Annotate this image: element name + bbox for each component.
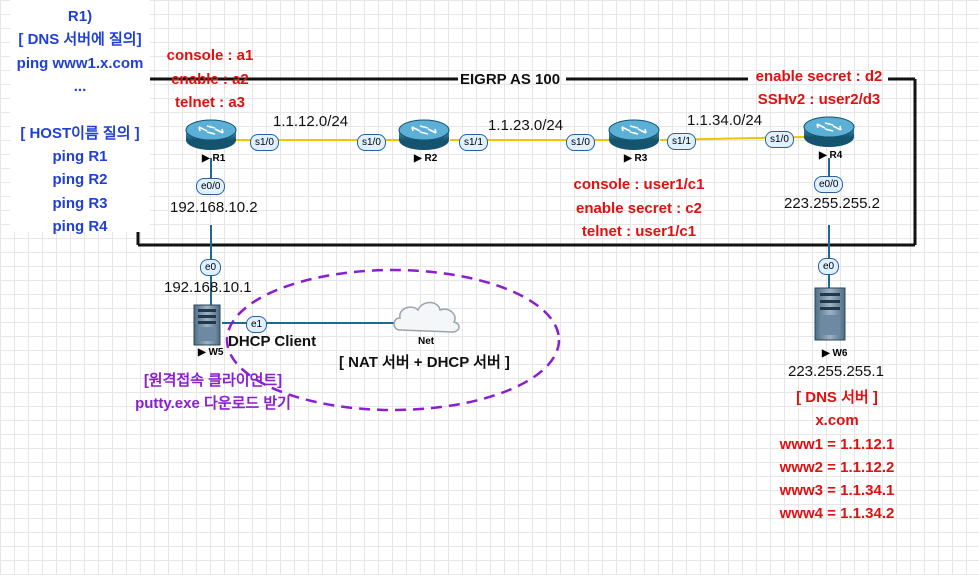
network-label-34: 1.1.34.0/24 [687, 112, 763, 129]
ethernet-links [210, 158, 830, 324]
port-r2-s10[interactable]: s1/0 [357, 134, 386, 151]
note-line: [원격접속 클라이언트] [143, 372, 283, 389]
nat-ellipse [225, 268, 561, 412]
credential-line: enable secret : d2 [755, 68, 883, 85]
panel-line: R1) [67, 8, 93, 25]
panel-line: ... [73, 78, 87, 96]
router-label-r2: ▶ R2 [414, 153, 438, 164]
dns-server-info: [ DNS 서버 ] x.com www1 = 1.1.12.1 www2 = … [762, 386, 912, 526]
credential-line: SSHv2 : user2/d3 [757, 91, 881, 108]
left-panel-background [10, 0, 150, 232]
host-label-w6: ▶ W6 [822, 348, 848, 359]
router-label-r1: ▶ R1 [202, 153, 226, 164]
credential-line: enable : a2 [171, 70, 249, 88]
panel-line: ping R2 [52, 171, 108, 189]
nat-dhcp-label: [ NAT 서버 + DHCP 서버 ] [339, 354, 510, 371]
port-r4-e00[interactable]: e0/0 [814, 176, 844, 193]
ip-r4-e00: 223.255.255.2 [784, 195, 880, 212]
panel-line: [ HOST이름 질의 ] [20, 124, 140, 142]
router-icon[interactable] [185, 119, 237, 150]
port-w6-e0[interactable]: e0 [818, 258, 840, 275]
port-r1-e00[interactable]: e0/0 [196, 178, 226, 195]
panel-line: [ DNS 서버에 질의] [18, 31, 142, 49]
panel-line: ping R1 [52, 148, 108, 166]
router-icon[interactable] [803, 116, 855, 147]
credential-line: enable secret : c2 [576, 199, 702, 217]
server-icon[interactable] [814, 287, 846, 341]
router-icon[interactable] [608, 119, 660, 150]
port-r3-s10[interactable]: s1/0 [566, 134, 595, 151]
cloud-icon[interactable] [393, 301, 460, 333]
port-r1-s10[interactable]: s1/0 [250, 134, 279, 151]
dns-line: www2 = 1.1.12.2 [779, 458, 895, 476]
dns-line: x.com [815, 412, 859, 430]
dns-line: [ DNS 서버 ] [796, 389, 878, 406]
network-label-12: 1.1.12.0/24 [273, 113, 349, 130]
port-r4-s10[interactable]: s1/0 [765, 131, 794, 148]
panel-line: ping R4 [52, 218, 108, 236]
dns-line: www3 = 1.1.34.1 [779, 482, 895, 500]
left-panel-text: R1) [ DNS 서버에 질의] ping www1.x.com ... [ … [10, 5, 150, 239]
panel-line [10, 99, 150, 122]
router-label-r4: ▶ R4 [819, 150, 843, 161]
port-r3-s11[interactable]: s1/1 [667, 133, 696, 150]
router-label-r3: ▶ R3 [624, 153, 648, 164]
r4-credentials: enable secret : d2 SSHv2 : user2/d3 [744, 65, 894, 111]
host-label-w5: ▶ W5 [198, 347, 224, 358]
network-label-23: 1.1.23.0/24 [488, 117, 564, 134]
dns-line: www1 = 1.1.12.1 [779, 435, 895, 453]
eigrp-label: EIGRP AS 100 [460, 71, 561, 88]
panel-line: ping R3 [52, 194, 108, 212]
eigrp-boundary [136, 77, 917, 247]
r3-credentials: console : user1/c1 enable secret : c2 te… [554, 173, 724, 244]
cloud-label-net: Net [418, 336, 435, 347]
serial-links [235, 136, 806, 141]
credential-line: telnet : a3 [174, 94, 246, 111]
port-w5-e1[interactable]: e1 [246, 316, 268, 333]
ip-w5-e0: 192.168.10.1 [164, 279, 252, 296]
panel-line: ping www1.x.com [16, 54, 144, 72]
dns-line: www4 = 1.1.34.2 [779, 505, 895, 523]
router-icon[interactable] [398, 119, 450, 150]
ip-w6-e0: 223.255.255.1 [788, 363, 884, 380]
ip-r1-e00: 192.168.10.2 [170, 199, 258, 216]
credential-line: console : a1 [166, 47, 254, 64]
w5-notes: [원격접속 클라이언트] putty.exe 다운로드 받기 [118, 369, 308, 415]
credential-line: console : user1/c1 [573, 176, 705, 193]
server-icon[interactable] [193, 304, 221, 346]
note-line: putty.exe 다운로드 받기 [135, 395, 291, 412]
r1-credentials: console : a1 enable : a2 telnet : a3 [150, 44, 270, 115]
dhcp-client-label: DHCP Client [228, 333, 317, 350]
port-w5-e0[interactable]: e0 [200, 259, 222, 276]
credential-line: telnet : user1/c1 [581, 223, 697, 240]
port-r2-s11[interactable]: s1/1 [459, 134, 488, 151]
